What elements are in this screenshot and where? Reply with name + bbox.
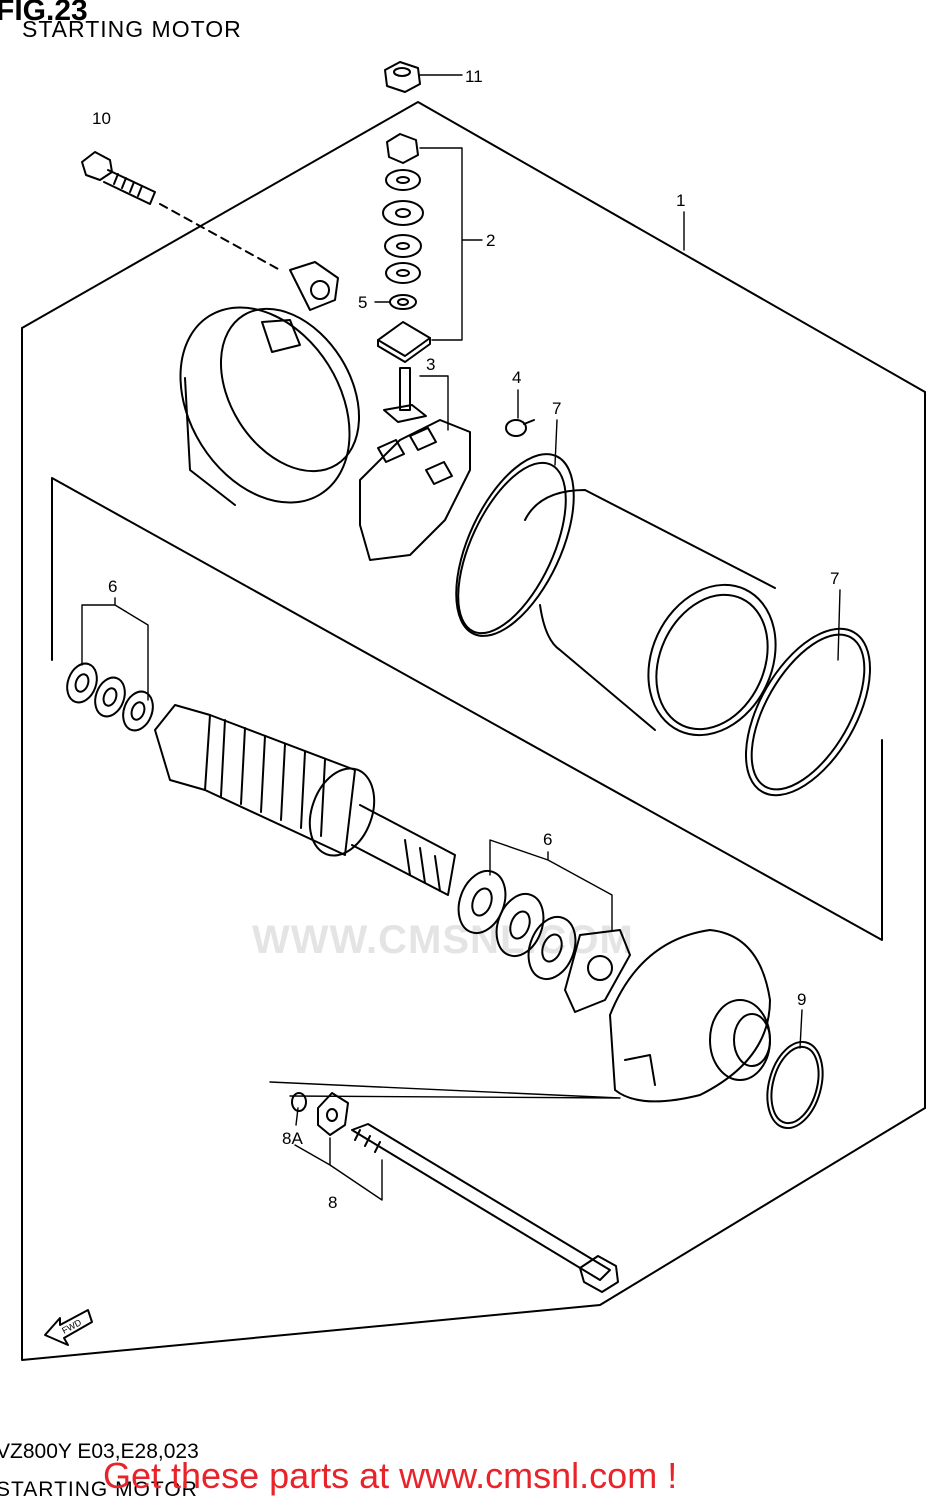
callout-5: 5 bbox=[358, 293, 367, 312]
o-ring-7-lower bbox=[745, 627, 871, 797]
fwd-arrow bbox=[44, 1309, 93, 1346]
washers-6-upper bbox=[66, 662, 154, 732]
o-ring-9 bbox=[766, 1040, 824, 1130]
nut-washer-stack-2 bbox=[377, 133, 431, 363]
callout-3: 3 bbox=[426, 355, 435, 374]
callout-8a: 8A bbox=[282, 1129, 303, 1148]
brush-plate bbox=[359, 419, 471, 561]
callout-1: 1 bbox=[676, 191, 685, 210]
lock-washer bbox=[564, 929, 631, 1013]
callout-8: 8 bbox=[328, 1193, 337, 1212]
washers-6-lower bbox=[457, 870, 577, 980]
callout-6-upper: 6 bbox=[108, 577, 117, 596]
callout-2: 2 bbox=[486, 231, 495, 250]
callout-4: 4 bbox=[512, 368, 521, 387]
callout-7-lower: 7 bbox=[830, 569, 839, 588]
callout-6-lower: 6 bbox=[543, 830, 552, 849]
figure-subtitle: STARTING MOTOR bbox=[22, 16, 242, 42]
assembly-outline bbox=[21, 101, 926, 393]
yoke-housing bbox=[524, 489, 777, 737]
through-bolt bbox=[351, 1123, 619, 1293]
watermark-text: WWW.CMSNL.COM bbox=[252, 918, 634, 962]
callout-9: 9 bbox=[797, 990, 806, 1009]
part-8a bbox=[291, 1092, 307, 1112]
section-name: STARTING MOTOR bbox=[0, 1478, 198, 1501]
o-ring-7-upper bbox=[455, 453, 575, 637]
model-code: VZ800Y E03,E28,023 bbox=[0, 1440, 199, 1463]
callout-10: 10 bbox=[92, 109, 111, 128]
callout-11: 11 bbox=[465, 67, 483, 86]
nut-11 bbox=[384, 61, 421, 93]
rear-cover bbox=[179, 261, 361, 506]
get-parts-link[interactable]: Get these parts at www.cmsnl.com ! bbox=[103, 1455, 678, 1496]
spring-4 bbox=[505, 419, 535, 437]
callout-7-upper: 7 bbox=[552, 399, 561, 418]
armature-group-box bbox=[51, 477, 883, 941]
bolt-10 bbox=[81, 151, 281, 271]
part-8 bbox=[317, 1092, 349, 1136]
armature bbox=[154, 704, 456, 896]
figure-title: FIG.23 bbox=[0, 0, 88, 27]
front-cover bbox=[609, 929, 771, 1103]
terminal-bolt-3 bbox=[383, 367, 427, 423]
